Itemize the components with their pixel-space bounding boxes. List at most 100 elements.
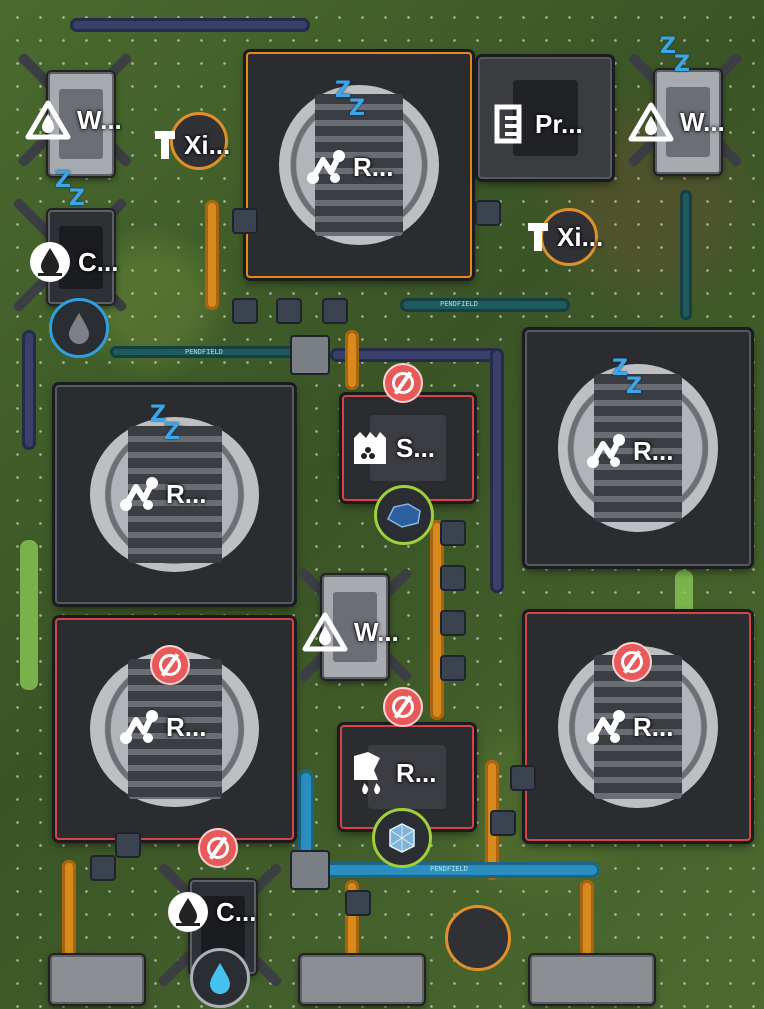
conveyor-belt-right-vertical[interactable] (490, 348, 504, 593)
pipe-blue-vertical[interactable] (298, 770, 314, 870)
label-text: R... (633, 711, 674, 742)
belt-tag-3: PENDFIELD (430, 865, 468, 873)
extractor-icon (525, 220, 551, 254)
pipe-orange-left-top[interactable] (205, 200, 219, 310)
output-port[interactable] (300, 955, 424, 1004)
inserter[interactable] (510, 765, 536, 791)
output-port[interactable] (50, 955, 144, 1004)
pipe-teal-left[interactable] (110, 346, 310, 358)
label-text: Pr... (535, 108, 583, 139)
label-text: Xi... (557, 221, 604, 252)
no-entry-icon (150, 645, 190, 685)
output-port[interactable] (530, 955, 654, 1004)
inserter[interactable] (490, 810, 516, 836)
pipe-blue-bottom[interactable] (300, 862, 600, 878)
molecule-icon (585, 432, 627, 470)
inserter[interactable] (440, 520, 466, 546)
pipe-teal-mid[interactable] (400, 298, 570, 312)
refinery-top-label[interactable]: R... (305, 148, 393, 186)
chip-icon (493, 104, 529, 144)
water-drop-badge-left (49, 298, 109, 358)
xi-inserter-top-left-ring[interactable] (170, 112, 228, 170)
label-text: S... (396, 432, 436, 463)
refinery-left-mid[interactable] (55, 385, 294, 604)
no-entry-icon (198, 828, 238, 868)
water-drop-badge-bottom (190, 948, 250, 1008)
no-entry-icon (383, 363, 423, 403)
label-text: R... (166, 711, 207, 742)
pipe-teal-right[interactable] (680, 190, 692, 320)
inserter[interactable] (276, 298, 302, 324)
label-text: W... (680, 106, 725, 137)
molecule-icon (585, 708, 627, 746)
inserter[interactable] (115, 832, 141, 858)
water-drop-icon (166, 890, 210, 934)
pipe-green-left[interactable] (20, 540, 38, 690)
belt-tag-1: PENDFIELD (440, 300, 478, 308)
crystal-refiner-icon (350, 750, 390, 796)
inserter[interactable] (440, 610, 466, 636)
inserter[interactable] (440, 655, 466, 681)
belt-tag-2: PENDFIELD (185, 348, 223, 356)
water-pump-mid-label[interactable]: W... (302, 612, 399, 652)
inserter[interactable] (90, 855, 116, 881)
label-text: R... (633, 435, 674, 466)
smelter-mid-label[interactable]: S... (350, 428, 435, 468)
label-text: C... (78, 246, 119, 277)
pipe-green-right[interactable] (675, 570, 693, 620)
xi-inserter-top-left-label[interactable]: Xi... (152, 128, 230, 162)
inserter[interactable] (290, 850, 330, 890)
pipe-orange-bottom-right[interactable] (580, 880, 594, 960)
refinery-left-bottom-label[interactable]: R... (118, 708, 206, 746)
refinery-right-bottom-label[interactable]: R... (585, 708, 673, 746)
inserter[interactable] (232, 208, 258, 234)
pipe-orange-center-short[interactable] (345, 330, 359, 390)
inserter[interactable] (475, 200, 501, 226)
no-entry-icon (383, 687, 423, 727)
label-text: R... (396, 757, 437, 788)
label-text: C... (216, 896, 257, 927)
molecule-icon (118, 708, 160, 746)
drop-triangle-icon (628, 102, 674, 142)
label-text: R... (166, 478, 207, 509)
inserter[interactable] (290, 335, 330, 375)
processor-top[interactable] (478, 57, 612, 179)
conveyor-belt-top[interactable] (70, 18, 310, 32)
condenser-bottom-label[interactable]: C... (166, 890, 256, 934)
refinery-right-top-label[interactable]: R... (585, 432, 673, 470)
water-pump-top-left-label[interactable]: W... (25, 100, 122, 140)
water-pump-top-right[interactable] (655, 70, 721, 174)
inserter[interactable] (440, 565, 466, 591)
pipe-orange-bottom-left[interactable] (62, 860, 76, 960)
xi-inserter-mid-label[interactable]: Xi... (525, 220, 603, 254)
water-drop-icon (28, 240, 72, 284)
extractor-bottom-ring[interactable] (445, 905, 511, 971)
water-pump-top-right-label[interactable]: W... (628, 102, 725, 142)
molecule-icon (118, 475, 160, 513)
label-text: W... (354, 616, 399, 647)
refinery-right-top[interactable] (525, 330, 751, 566)
conveyor-belt-left-vertical[interactable] (22, 330, 36, 450)
refinery-top[interactable] (246, 52, 472, 278)
label-text: W... (77, 104, 122, 135)
drop-triangle-icon (25, 100, 71, 140)
label-text: R... (353, 151, 394, 182)
inserter[interactable] (345, 890, 371, 916)
ore-badge-mid (374, 485, 434, 545)
label-text: Xi... (184, 129, 231, 160)
molecule-icon (305, 148, 347, 186)
refinery-left-mid-label[interactable]: R... (118, 475, 206, 513)
processor-top-label[interactable]: Pr... (493, 104, 583, 144)
inserter[interactable] (322, 298, 348, 324)
condenser-left-label[interactable]: C... (28, 240, 118, 284)
conveyor-belt-mid[interactable] (330, 348, 500, 362)
xi-inserter-mid-ring[interactable] (540, 208, 598, 266)
inserter[interactable] (232, 298, 258, 324)
refiner-small-mid-label[interactable]: R... (350, 750, 436, 796)
